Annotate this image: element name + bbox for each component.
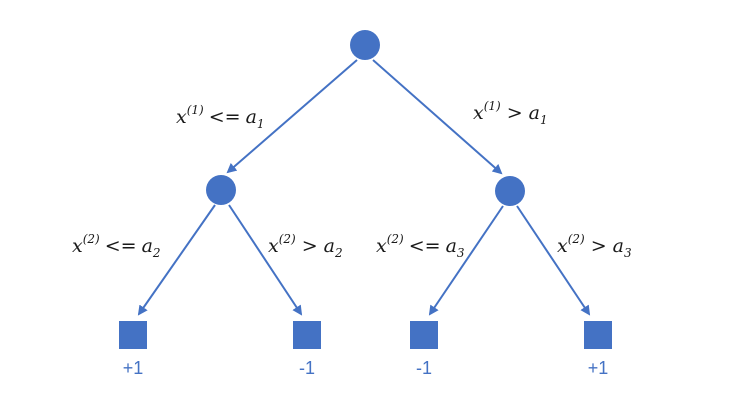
right-split-node xyxy=(495,176,525,206)
edge-left-node-to-leaf-2 xyxy=(228,204,303,316)
leaf-node-1 xyxy=(119,321,147,349)
root-right-condition: x(1)>a1 xyxy=(473,99,548,127)
leaf-node-4 xyxy=(584,321,612,349)
left-split-node xyxy=(206,175,236,205)
edge-right-node-to-leaf-3 xyxy=(428,205,504,316)
leaf-value-1: +1 xyxy=(123,358,144,378)
leaf-node-2 xyxy=(293,321,321,349)
leaf-value-4: +1 xyxy=(588,358,609,378)
root-node xyxy=(350,30,380,60)
tree-nodes xyxy=(119,30,612,349)
leaf-value-3: -1 xyxy=(416,358,432,378)
right-node-left-condition: x(2)<=a3 xyxy=(376,232,465,260)
leaf-value-2: -1 xyxy=(299,358,315,378)
root-left-condition: x(1)<=a1 xyxy=(176,103,265,131)
edge-root-to-right-node xyxy=(372,59,503,175)
edge-root-to-left-node xyxy=(226,59,358,174)
left-node-right-condition: x(2)>a2 xyxy=(268,232,343,260)
edge-left-node-to-leaf-1 xyxy=(137,204,216,316)
left-node-left-condition: x(2)<=a2 xyxy=(72,232,161,260)
right-node-right-condition: x(2)>a3 xyxy=(557,232,632,260)
tree-edges xyxy=(137,59,591,316)
edge-right-node-to-leaf-4 xyxy=(516,205,591,316)
leaf-node-3 xyxy=(410,321,438,349)
